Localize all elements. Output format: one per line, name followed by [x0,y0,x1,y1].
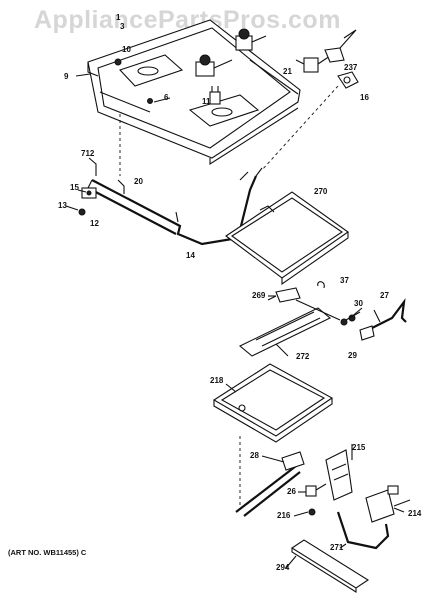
screw-10 [114,58,122,66]
leader-16-dash [261,85,339,171]
burner-272 [238,299,341,357]
label-216: 216 [277,511,291,520]
label-16: 16 [360,93,369,102]
label-237: 237 [344,63,358,72]
label-14: 14 [186,251,195,260]
ignitor-bracket-21 [295,55,331,73]
burner-valve-right [235,28,267,51]
valve-bracket-11 [209,86,221,105]
label-294: 294 [276,563,290,572]
label-21: 21 [283,67,292,76]
label-12: 12 [90,219,99,228]
label-271: 271 [330,543,344,552]
label-6: 6 [164,93,169,102]
spark-module-237 [324,29,357,63]
label-30: 30 [354,299,363,308]
heat-shield-270 [225,191,349,286]
label-28: 28 [250,451,259,460]
clip-37 [317,281,325,289]
screw-6 [147,98,153,104]
burner-valve-center [195,54,233,77]
burner-box-frame [87,19,301,166]
gas-tube-27 [367,298,407,331]
nut-13 [78,208,86,216]
label-272: 272 [296,352,310,361]
label-20: 20 [134,177,143,186]
label-3: 3 [120,22,125,31]
shutter-12 [81,187,97,199]
label-214: 214 [408,509,422,518]
orifice-30 [340,311,361,326]
electrode-269 [267,287,301,303]
label-11: 11 [202,97,211,106]
label-218: 218 [210,376,224,385]
label-1: 1 [116,13,121,22]
label-37: 37 [340,276,349,285]
label-9: 9 [64,72,69,81]
label-26: 26 [287,487,296,496]
valve-214 [365,485,411,523]
screw-216 [308,508,316,516]
art-number: (ART NO. WB11455) C [8,548,87,557]
label-10: 10 [122,45,131,54]
label-15: 15 [70,183,79,192]
part-labels: 1 3 9 10 6 11 21 237 16 712 15 20 13 12 … [58,13,422,572]
label-13: 13 [58,201,67,210]
label-27: 27 [380,291,389,300]
label-29: 29 [348,351,357,360]
burner-manifold-14 [87,167,263,246]
label-leaders [65,73,405,569]
bake-burner-28 [235,451,305,517]
label-215: 215 [352,443,366,452]
electrode-26 [305,483,327,497]
spud-20 [117,179,125,194]
ignitor-215 [325,444,353,501]
orifice-holder-16 [337,71,359,89]
label-269: 269 [252,291,266,300]
label-270: 270 [314,187,328,196]
bracket-294 [290,539,370,593]
gas-line-271 [336,511,390,550]
bottom-panel-218 [212,363,334,443]
fitting-29 [359,325,375,341]
label-712: 712 [81,149,95,158]
